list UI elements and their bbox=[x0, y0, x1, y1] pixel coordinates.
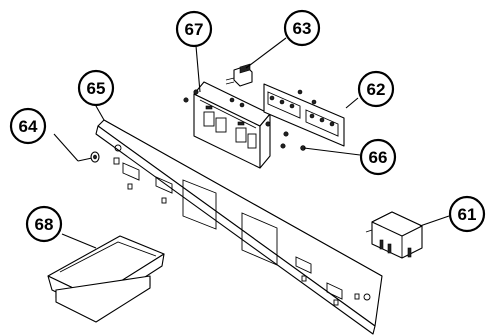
callout-67-label: 67 bbox=[185, 20, 204, 39]
callout-63: 63 bbox=[283, 9, 321, 47]
bracket-board-part bbox=[183, 81, 289, 169]
leader-62 bbox=[345, 97, 359, 109]
knob-part bbox=[77, 151, 100, 163]
leader-63 bbox=[245, 37, 287, 69]
callout-68: 68 bbox=[25, 205, 63, 243]
callout-62: 62 bbox=[357, 70, 395, 108]
callout-67: 67 bbox=[175, 10, 213, 48]
control-panel-part bbox=[95, 119, 383, 335]
callout-65-label: 65 bbox=[87, 79, 106, 98]
leader-64 bbox=[53, 133, 79, 162]
relay-part bbox=[365, 211, 423, 259]
callout-63-label: 63 bbox=[293, 19, 312, 38]
callout-65: 65 bbox=[77, 69, 115, 107]
tray-part bbox=[47, 235, 165, 323]
callout-62-label: 62 bbox=[367, 80, 386, 99]
leader-61 bbox=[419, 215, 450, 227]
callout-64-label: 64 bbox=[19, 117, 38, 136]
callout-61-label: 61 bbox=[458, 205, 477, 224]
callout-66-label: 66 bbox=[369, 148, 388, 167]
leader-66 bbox=[303, 147, 361, 156]
callout-61: 61 bbox=[448, 195, 486, 233]
leader-68 bbox=[61, 233, 97, 249]
callout-64: 64 bbox=[9, 107, 47, 145]
switch-part bbox=[225, 63, 253, 87]
leader-67 bbox=[195, 45, 201, 93]
control-board-part bbox=[263, 83, 345, 147]
callout-66: 66 bbox=[359, 138, 397, 176]
callout-68-label: 68 bbox=[35, 215, 54, 234]
leader-65 bbox=[95, 105, 105, 121]
